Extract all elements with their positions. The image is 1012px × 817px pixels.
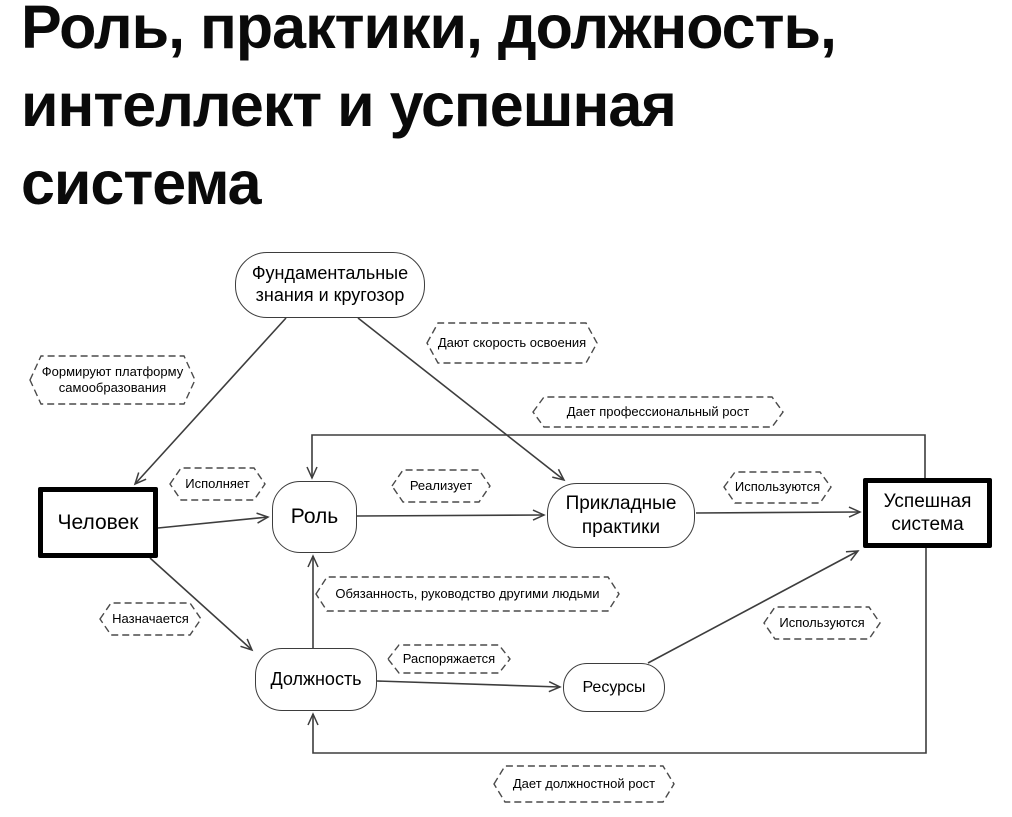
hex-performs-outline	[169, 467, 266, 501]
hex-prof-growth-outline	[532, 396, 784, 428]
edge-label-realizes: Реализует	[409, 477, 473, 493]
node-knowledge: Фундаментальные знания и кругозор	[235, 252, 425, 318]
edge-person-position	[149, 557, 254, 652]
edge-label-gives-speed: Дают скорость освоения	[437, 334, 587, 350]
hex-assigned-outline	[99, 602, 202, 636]
node-system: Успешная система	[863, 478, 992, 548]
edge-system-position-feedback	[307, 548, 927, 754]
edge-system-role-feedback	[306, 434, 926, 480]
hex-used-practices-outline	[723, 471, 832, 504]
edge-practices-system	[695, 506, 862, 518]
hex-form-platform-outline	[29, 355, 196, 405]
node-practices: Прикладные практики	[547, 483, 695, 548]
node-practices-label: Прикладные практики	[565, 493, 677, 538]
edge-label-assigned: Назначается	[112, 610, 189, 626]
hex-duty-outline	[315, 576, 620, 612]
hex-position-growth-outline	[493, 765, 675, 803]
node-system-label: Успешная система	[883, 490, 972, 535]
edge-label-position-growth: Дает должностной рост	[512, 775, 656, 791]
node-resources: Ресурсы	[563, 663, 665, 712]
edge-knowledge-person	[133, 317, 287, 486]
edge-label-form-platform: Формируют платформу самообразования	[41, 363, 184, 395]
hex-disposes-outline	[387, 644, 511, 674]
edge-role-practices	[356, 509, 546, 521]
node-resources-label: Ресурсы	[582, 678, 646, 696]
edge-label-used-practices: Используются	[734, 479, 821, 495]
page-title-line-3: система	[21, 149, 262, 217]
node-position-label: Должность	[270, 668, 362, 689]
edge-label-used-resources: Используются	[779, 614, 865, 630]
edge-person-role	[157, 512, 270, 529]
edge-label-performs: Исполняет	[185, 475, 250, 491]
node-person: Человек	[38, 487, 158, 558]
edge-label-duty: Обязанность, руководство другими людьми	[335, 585, 600, 601]
page-title-line-2: интеллект и успешная	[21, 71, 677, 139]
hex-used-resources-outline	[763, 606, 881, 640]
edge-label-disposes: Распоряжается	[402, 650, 496, 666]
node-person-label: Человек	[57, 510, 139, 534]
page-title: Роль, практики, должность, интеллект и у…	[21, 0, 837, 222]
hex-gives-speed-outline	[426, 322, 598, 364]
node-role-label: Роль	[290, 505, 339, 529]
page-title-line-1: Роль, практики, должность,	[21, 0, 837, 61]
edge-position-resources	[376, 680, 562, 693]
edge-resources-system	[647, 550, 860, 664]
node-position: Должность	[255, 648, 377, 711]
node-role: Роль	[272, 481, 357, 553]
edge-label-prof-growth: Дает профессиональный рост	[566, 403, 750, 419]
hex-realizes-outline	[391, 469, 491, 503]
edge-knowledge-practices	[357, 317, 566, 482]
node-knowledge-label: Фундаментальные знания и кругозор	[251, 263, 409, 305]
